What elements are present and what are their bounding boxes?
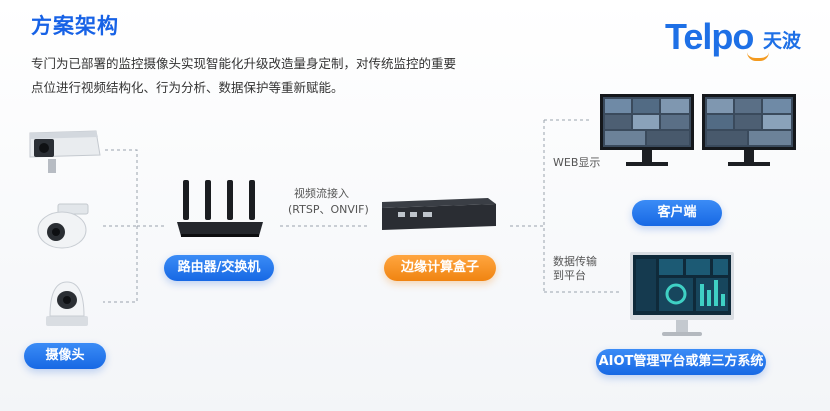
platform-label: AIOT管理平台或第三方系统	[596, 349, 766, 375]
logo-brand: Telpo	[665, 16, 754, 57]
data-transfer-caption-line1: 数据传输	[553, 255, 597, 268]
client-monitors-icon	[600, 94, 796, 166]
platform-monitor-icon	[630, 252, 734, 336]
cameras-label: 摄像头	[24, 343, 106, 369]
page-description: 专门为已部署的监控摄像头实现智能化升级改造量身定制，对传统监控的重要点位进行视频…	[31, 56, 457, 95]
telpo-logo: Telpo 天波	[665, 16, 813, 61]
router-label: 路由器/交换机	[164, 255, 274, 281]
logo-brand-cn: 天波	[763, 30, 802, 52]
edge-box-label: 边缘计算盒子	[384, 255, 496, 281]
stream-in-caption-line1: 视频流接入	[294, 187, 349, 200]
stream-in-caption-line2: (RTSP、ONVIF)	[288, 203, 369, 216]
client-label: 客户端	[632, 200, 722, 226]
logo-swoosh	[747, 52, 769, 61]
edge-box-icon	[382, 198, 496, 230]
page-title: 方案架构	[31, 14, 119, 38]
web-display-caption: WEB显示	[553, 156, 601, 169]
router-icon	[177, 180, 263, 237]
dome-camera-icon	[37, 203, 89, 249]
camera-bus-line	[103, 149, 138, 303]
bullet-camera-icon	[29, 130, 101, 173]
data-transfer-caption-line2: 到平台	[553, 269, 586, 282]
ptz-dome-camera-icon	[46, 281, 88, 326]
